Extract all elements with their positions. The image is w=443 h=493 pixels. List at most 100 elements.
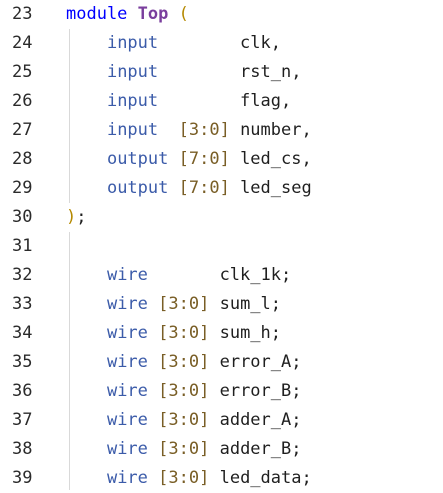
- code-line[interactable]: 23 module Top (: [0, 0, 443, 29]
- code-line[interactable]: 30);: [0, 203, 443, 232]
- line-number: 34: [12, 323, 33, 343]
- code-token: [168, 4, 178, 24]
- code-token: input: [106, 62, 159, 82]
- code-token: clk_1k;: [219, 265, 292, 285]
- line-number: 23: [12, 4, 33, 24]
- line-number: 30: [12, 207, 33, 227]
- code-text: output [7:0] led_cs,: [66, 145, 312, 174]
- code-token: [168, 149, 178, 169]
- code-line[interactable]: 27 input [3:0] number,: [0, 116, 443, 145]
- code-token: wire: [106, 381, 148, 401]
- code-token: (: [178, 4, 189, 24]
- code-line[interactable]: 34 wire [3:0] sum_h;: [0, 319, 443, 348]
- code-token: [3:0]: [158, 381, 210, 401]
- code-token: [3:0]: [158, 323, 210, 343]
- line-number: 28: [12, 149, 33, 169]
- code-token: [209, 439, 219, 459]
- code-token: wire: [106, 410, 148, 430]
- code-token: [66, 294, 107, 314]
- code-line[interactable]: 32 wire clk_1k;: [0, 261, 443, 290]
- code-token: wire: [106, 468, 148, 488]
- code-token: number,: [240, 120, 312, 140]
- code-text: wire clk_1k;: [66, 261, 291, 290]
- code-text: wire [3:0] led_data;: [66, 464, 312, 493]
- code-line[interactable]: 25 input rst_n,: [0, 58, 443, 87]
- line-number: 25: [12, 62, 33, 82]
- code-token: adder_B;: [219, 439, 302, 459]
- code-token: [148, 265, 220, 285]
- code-text: wire [3:0] error_B;: [66, 377, 302, 406]
- code-token: [66, 33, 107, 53]
- code-line[interactable]: 29 output [7:0] led_seg: [0, 174, 443, 203]
- code-line[interactable]: 33 wire [3:0] sum_l;: [0, 290, 443, 319]
- line-number: 26: [12, 91, 33, 111]
- code-token: [168, 178, 178, 198]
- code-token: input: [106, 33, 159, 53]
- code-token: [3:0]: [178, 120, 230, 140]
- code-token: [209, 410, 219, 430]
- code-token: wire: [106, 323, 148, 343]
- code-token: ): [66, 207, 77, 227]
- indent-guide: [69, 232, 70, 490]
- code-line[interactable]: 26 input flag,: [0, 87, 443, 116]
- code-token: [66, 149, 107, 169]
- code-line[interactable]: 24 input clk,: [0, 29, 443, 58]
- line-number: 32: [12, 265, 33, 285]
- code-token: [209, 294, 219, 314]
- code-line[interactable]: 35 wire [3:0] error_A;: [0, 348, 443, 377]
- code-token: [66, 265, 107, 285]
- code-token: [158, 33, 240, 53]
- line-number: 29: [12, 178, 33, 198]
- code-line[interactable]: 28 output [7:0] led_cs,: [0, 145, 443, 174]
- code-token: [209, 352, 219, 372]
- code-token: [148, 439, 158, 459]
- line-number: 38: [12, 439, 33, 459]
- code-token: led_seg: [240, 178, 312, 198]
- code-token: [148, 323, 158, 343]
- code-token: sum_l;: [219, 294, 282, 314]
- code-token: [158, 62, 240, 82]
- code-token: [158, 91, 240, 111]
- code-token: error_B;: [219, 381, 302, 401]
- code-token: rst_n,: [240, 62, 302, 82]
- code-token: wire: [106, 352, 148, 372]
- code-token: [158, 120, 178, 140]
- code-line[interactable]: 31: [0, 232, 443, 261]
- code-text: module Top (: [66, 0, 189, 29]
- code-token: clk,: [240, 33, 281, 53]
- code-token: input: [106, 91, 159, 111]
- code-token: error_A;: [219, 352, 302, 372]
- code-token: Top: [137, 4, 169, 24]
- line-number: 31: [12, 236, 33, 256]
- code-token: [7:0]: [178, 149, 230, 169]
- code-token: [66, 410, 107, 430]
- code-text: input clk,: [66, 29, 281, 58]
- code-token: module: [66, 4, 128, 24]
- code-token: wire: [106, 439, 148, 459]
- code-token: [3:0]: [158, 439, 210, 459]
- code-line[interactable]: 39 wire [3:0] led_data;: [0, 464, 443, 493]
- code-token: output: [106, 149, 169, 169]
- code-token: [127, 4, 137, 24]
- code-token: led_cs,: [240, 149, 312, 169]
- code-token: [148, 381, 158, 401]
- code-token: ;: [76, 207, 87, 227]
- code-token: [209, 468, 219, 488]
- code-token: [7:0]: [178, 178, 230, 198]
- line-number: 39: [12, 468, 33, 488]
- code-token: led_data;: [219, 468, 312, 488]
- code-line[interactable]: 36 wire [3:0] error_B;: [0, 377, 443, 406]
- code-line[interactable]: 38 wire [3:0] adder_B;: [0, 435, 443, 464]
- code-text: wire [3:0] adder_A;: [66, 406, 302, 435]
- code-token: [3:0]: [158, 468, 210, 488]
- code-token: sum_h;: [219, 323, 282, 343]
- code-token: [209, 381, 219, 401]
- code-token: [66, 439, 107, 459]
- code-token: wire: [106, 265, 148, 285]
- code-token: [66, 91, 107, 111]
- line-number: 24: [12, 33, 33, 53]
- code-text: input [3:0] number,: [66, 116, 312, 145]
- code-line[interactable]: 37 wire [3:0] adder_A;: [0, 406, 443, 435]
- code-token: [230, 178, 240, 198]
